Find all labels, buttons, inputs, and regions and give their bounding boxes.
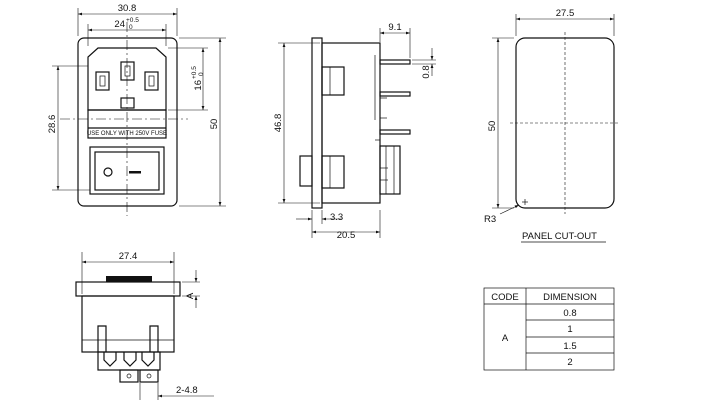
- body-outline: [321, 42, 381, 204]
- table-code-cell: A: [502, 333, 509, 344]
- rocker-switch-frame: [89, 146, 165, 195]
- pin-thickness-dimension: 0.8: [421, 65, 432, 78]
- switch-on-symbol: [129, 171, 141, 174]
- module-outline: [77, 37, 178, 207]
- panel-cutout-view: 27.5 50 R3 PANEL CUT-OUT: [484, 8, 620, 243]
- table-value-cell: 0.8: [563, 308, 576, 319]
- upper-latch: [321, 66, 345, 96]
- side-height-dimension: 46.8: [273, 114, 284, 133]
- table-header-dimension: DIMENSION: [543, 292, 597, 303]
- width-dimension: 30.8: [118, 3, 137, 14]
- socket-height-tol-zero: 0: [198, 72, 205, 76]
- table-value-cell: 1.5: [563, 341, 576, 352]
- terminal-dimension: 2-4.8: [176, 385, 198, 396]
- socket-pin-earth: [120, 61, 135, 81]
- terminal-tab-left: [119, 369, 139, 383]
- fuse-tab: [120, 97, 135, 109]
- bottom-view: 27.4 A 2-4.8: [75, 251, 214, 400]
- table-header-code: CODE: [491, 292, 518, 303]
- corner-radius-label: R3: [484, 214, 496, 225]
- cutout-height-dimension: 50: [487, 121, 498, 132]
- socket-height-dimension: 16: [193, 80, 204, 91]
- front-flange: [311, 37, 323, 209]
- switch-off-symbol: [103, 167, 113, 177]
- switch-rocker-side: [299, 155, 313, 187]
- flange-dimension: 3.3: [330, 212, 343, 223]
- terminal-tab-right: [139, 369, 159, 383]
- socket-pin-right: [144, 71, 159, 91]
- socket-width-tol-plus: +0.5: [126, 17, 139, 24]
- terminal-block: [97, 351, 161, 371]
- terminal-middle: [379, 91, 411, 97]
- terminal-top: [379, 59, 411, 65]
- socket-width-dimension: 24: [114, 19, 125, 30]
- pin-offset-dimension: 9.1: [388, 22, 401, 33]
- side-view: 9.1 0.8 46.8 3.3 20.5: [273, 22, 436, 241]
- height-dimension: 50: [209, 119, 220, 130]
- bezel-flange: [75, 281, 181, 297]
- socket-width-tol-zero: 0: [129, 24, 133, 31]
- socket-height-tol-plus: +0.5: [191, 66, 198, 79]
- offset-dimension: 28.6: [47, 115, 58, 134]
- table-value-cell: 2: [567, 357, 572, 368]
- front-view: USE ONLY WITH 250V FUSE 30.8 24 +0.5 0 1…: [47, 3, 226, 216]
- table-value-cell: 1: [567, 324, 572, 335]
- bottom-width-dimension: 27.4: [119, 251, 138, 262]
- cutout-caption: PANEL CUT-OUT: [522, 231, 597, 242]
- cutout-width-dimension: 27.5: [556, 8, 575, 19]
- body-bottom: [81, 295, 175, 353]
- socket-pin-left: [95, 71, 110, 91]
- terminal-lower: [379, 129, 411, 135]
- panel-thickness-dimension: A: [185, 292, 196, 299]
- lower-latch: [321, 155, 345, 189]
- depth-dimension: 20.5: [337, 230, 356, 241]
- dimension-table: CODE DIMENSION A 0.8 1 1.5 2: [483, 287, 615, 371]
- switch-terminal-block: [379, 145, 401, 195]
- rocker-top: [106, 276, 152, 282]
